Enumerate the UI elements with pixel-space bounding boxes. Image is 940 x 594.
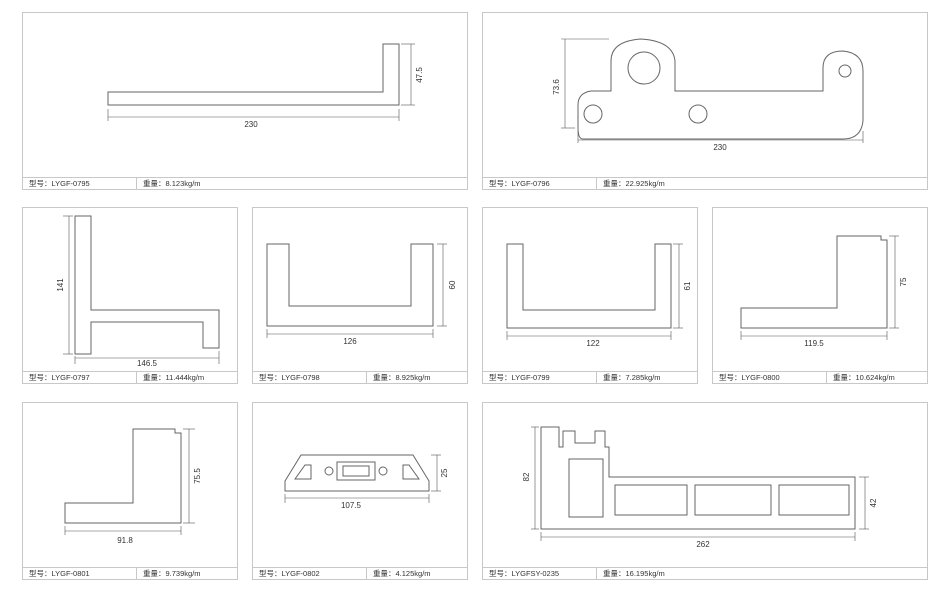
dimension-height: 75 — [899, 277, 908, 286]
weight-cell: 重量：4.125kg/m — [373, 569, 431, 578]
profile-card-0798: 60 126 型号：LYGF-0798 重量：8.925kg/m — [252, 207, 468, 384]
weight-cell: 重量：8.925kg/m — [373, 373, 431, 382]
card-footer: 型号：LYGF-0795 重量：8.123kg/m — [23, 177, 467, 189]
profile-drawing: 141 146.5 — [56, 215, 220, 368]
model-number: LYGF-0796 — [511, 179, 550, 188]
weight-cell: 重量：10.624kg/m — [833, 373, 895, 382]
dimension-width: 262 — [696, 540, 710, 549]
model-cell: 型号：LYGF-0801 — [23, 568, 137, 579]
profile-drawing: 75.5 91.8 — [64, 428, 202, 545]
profile-card-0800: 75 119.5 型号：LYGF-0800 重量：10.624kg/m — [712, 207, 928, 384]
weight-cell: 重量：16.195kg/m — [603, 569, 665, 578]
profile-card-0799: 61 122 型号：LYGF-0799 重量：7.285kg/m — [482, 207, 698, 384]
dimension-width: 119.5 — [804, 339, 824, 348]
weight-value: 4.125kg/m — [395, 569, 431, 578]
profile-drawing: 230 47.5 — [107, 43, 424, 129]
profile-card-0796: 73.6 230 型号：LYGF-0796 重量：22.925kg/m — [482, 12, 928, 190]
weight-value: 22.925kg/m — [625, 179, 665, 188]
card-footer: 型号：LYGFSY-0235 重量：16.195kg/m — [483, 567, 927, 579]
weight-cell: 重量：22.925kg/m — [603, 179, 665, 188]
dimension-width: 146.5 — [137, 359, 158, 368]
profile-shape — [107, 43, 400, 106]
dimension-height: 61 — [683, 281, 692, 290]
weight-cell: 重量：11.444kg/m — [143, 373, 205, 382]
weight-cell: 重量：8.123kg/m — [143, 179, 201, 188]
card-footer: 型号：LYGF-0797 重量：11.444kg/m — [23, 371, 237, 383]
model-cell: 型号：LYGF-0799 — [483, 372, 597, 383]
profile-shape — [577, 38, 864, 140]
profile-card-0235: 82 42 262 型号：LYGFSY-0235 重量：16.195kg/m — [482, 402, 928, 580]
weight-cell: 重量：7.285kg/m — [603, 373, 661, 382]
model-cell: 型号：LYGF-0797 — [23, 372, 137, 383]
profile-shape — [266, 243, 434, 327]
dimension-width: 126 — [343, 337, 357, 346]
dimension-height: 82 — [522, 472, 531, 481]
dimension-width: 230 — [244, 120, 258, 129]
model-cell: 型号：LYGF-0800 — [713, 372, 827, 383]
dimension-width: 230 — [713, 143, 727, 152]
card-footer: 型号：LYGF-0799 重量：7.285kg/m — [483, 371, 697, 383]
profile-card-0797: 141 146.5 型号：LYGF-0797 重量：11.444kg/m — [22, 207, 238, 384]
profile-drawing: 73.6 230 — [552, 38, 864, 152]
profile-shape — [74, 215, 220, 355]
model-cell: 型号：LYGF-0798 — [253, 372, 367, 383]
weight-value: 10.624kg/m — [855, 373, 895, 382]
profile-shape — [64, 428, 182, 524]
profile-card-0795: 230 47.5 型号：LYGF-0795 重量：8.123kg/m — [22, 12, 468, 190]
dimension-height: 75.5 — [193, 468, 202, 484]
card-footer: 型号：LYGF-0796 重量：22.925kg/m — [483, 177, 927, 189]
weight-value: 9.739kg/m — [165, 569, 201, 578]
dimension-width: 91.8 — [117, 536, 133, 545]
model-number: LYGFSY-0235 — [511, 569, 560, 578]
card-footer: 型号：LYGF-0802 重量：4.125kg/m — [253, 567, 467, 579]
profile-drawing: 61 122 — [506, 243, 692, 348]
profile-card-0801: 75.5 91.8 型号：LYGF-0801 重量：9.739kg/m — [22, 402, 238, 580]
profile-drawing: 82 42 262 — [522, 426, 878, 549]
model-number: LYGF-0801 — [51, 569, 90, 578]
card-footer: 型号：LYGF-0800 重量：10.624kg/m — [713, 371, 927, 383]
profile-drawing: 25 107.5 — [284, 454, 449, 510]
model-number: LYGF-0797 — [51, 373, 90, 382]
weight-value: 7.285kg/m — [625, 373, 661, 382]
model-cell: 型号：LYGF-0802 — [253, 568, 367, 579]
model-number: LYGF-0799 — [511, 373, 550, 382]
weight-value: 16.195kg/m — [625, 569, 665, 578]
model-cell: 型号：LYGF-0796 — [483, 178, 597, 189]
profile-shape — [506, 243, 672, 329]
model-number: LYGF-0795 — [51, 179, 90, 188]
profile-card-0802: 25 107.5 型号：LYGF-0802 重量：4.125kg/m — [252, 402, 468, 580]
weight-value: 8.925kg/m — [395, 373, 431, 382]
dimension-width: 107.5 — [341, 501, 362, 510]
dimension-height: 141 — [56, 278, 65, 292]
weight-value: 11.444kg/m — [165, 373, 205, 382]
model-number: LYGF-0798 — [281, 373, 320, 382]
dimension-width: 122 — [586, 339, 600, 348]
weight-value: 8.123kg/m — [165, 179, 201, 188]
profile-drawing: 60 126 — [266, 243, 457, 346]
weight-cell: 重量：9.739kg/m — [143, 569, 201, 578]
model-number: LYGF-0800 — [741, 373, 780, 382]
dimension-height: 73.6 — [552, 79, 561, 95]
dimension-height-right: 42 — [869, 498, 878, 507]
profile-shape — [740, 235, 888, 329]
dimension-height: 25 — [440, 468, 449, 477]
model-cell: 型号：LYGFSY-0235 — [483, 568, 597, 579]
model-number: LYGF-0802 — [281, 569, 320, 578]
model-cell: 型号：LYGF-0795 — [23, 178, 137, 189]
dimension-height: 60 — [448, 280, 457, 289]
card-footer: 型号：LYGF-0801 重量：9.739kg/m — [23, 567, 237, 579]
dimension-height: 47.5 — [415, 67, 424, 83]
card-footer: 型号：LYGF-0798 重量：8.925kg/m — [253, 371, 467, 383]
profile-drawing: 75 119.5 — [740, 235, 908, 348]
